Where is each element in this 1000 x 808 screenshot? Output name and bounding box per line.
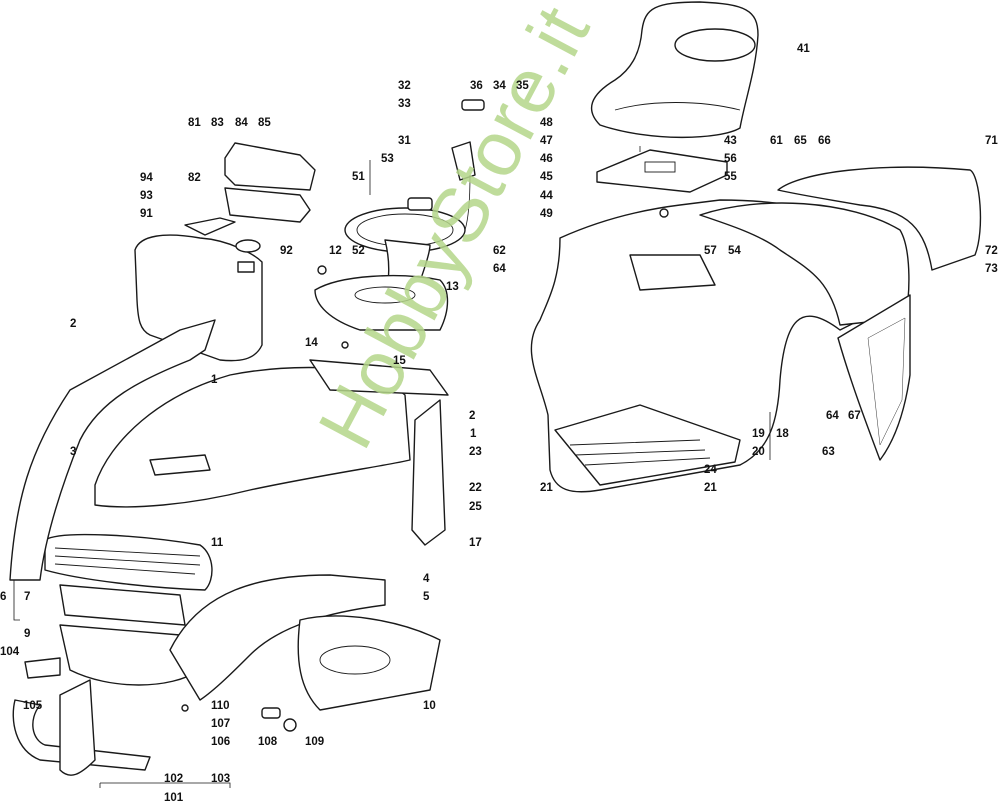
callout-label-13: 13	[446, 281, 459, 293]
fuel-tank	[134, 234, 263, 362]
callout-label-22: 22	[469, 482, 482, 494]
callout-label-47: 47	[540, 135, 553, 147]
callout-label-41: 41	[797, 43, 810, 55]
callout-label-18: 18	[776, 428, 789, 440]
callout-label-83: 83	[211, 117, 224, 129]
callout-label-66: 66	[818, 135, 831, 147]
dash-support	[309, 359, 449, 546]
callout-label-34: 34	[493, 80, 506, 92]
callout-label-10: 10	[423, 700, 436, 712]
callout-label-6: 6	[0, 591, 7, 603]
callout-label-15: 15	[393, 355, 406, 367]
callout-label-21b: 21	[704, 482, 717, 494]
hardware	[181, 208, 669, 732]
callout-label-4: 4	[423, 573, 430, 585]
callout-label-108: 108	[258, 736, 278, 748]
callout-label-110: 110	[211, 700, 230, 712]
callout-label-61: 61	[770, 135, 783, 147]
hood	[94, 366, 411, 508]
callout-label-25: 25	[469, 501, 482, 513]
side-frame	[9, 319, 216, 581]
callout-label-33: 33	[398, 98, 411, 110]
callout-label-43: 43	[724, 135, 737, 147]
callout-label-85: 85	[258, 117, 271, 129]
callout-label-5: 5	[423, 591, 430, 603]
callout-label-91: 91	[140, 208, 153, 220]
callout-label-72: 72	[985, 245, 998, 257]
callout-label-1: 1	[211, 374, 218, 386]
callout-label-84: 84	[235, 117, 248, 129]
front-bumper	[12, 657, 151, 776]
callout-label-73: 73	[985, 263, 998, 275]
dashboard	[314, 275, 449, 331]
callout-label-2a: 2	[70, 318, 77, 330]
rear-mudguard	[699, 166, 982, 326]
callout-label-16: 1	[470, 428, 477, 440]
callout-label-107: 107	[211, 718, 231, 730]
side-panel	[837, 294, 911, 461]
callout-label-20: 20	[752, 446, 765, 458]
callout-label-32: 32	[398, 80, 411, 92]
callout-label-9: 9	[24, 628, 31, 640]
group-bracket-6	[13, 580, 20, 621]
callout-label-45: 45	[540, 171, 553, 183]
callout-label-31: 31	[398, 135, 411, 147]
callout-label-109: 109	[305, 736, 325, 748]
callout-label-64a: 64	[493, 263, 506, 275]
callout-label-106: 106	[211, 736, 231, 748]
callout-label-35: 35	[516, 80, 529, 92]
callout-label-21a: 21	[540, 482, 553, 494]
callout-label-52: 52	[352, 245, 365, 257]
callout-label-54: 54	[728, 245, 741, 257]
callout-label-14: 14	[305, 337, 318, 349]
callout-label-104: 104	[0, 646, 20, 658]
callout-label-3: 3	[70, 446, 77, 458]
callout-label-2b: 2	[469, 410, 476, 422]
callout-label-64b: 64	[826, 410, 839, 422]
callout-label-56: 56	[724, 153, 737, 165]
group-bracket-101	[99, 782, 231, 788]
callout-label-55: 55	[724, 171, 737, 183]
callout-label-71: 71	[985, 135, 998, 147]
callout-label-81: 81	[188, 117, 201, 129]
callout-label-94: 94	[140, 172, 153, 184]
steering-wheel	[344, 197, 466, 298]
callout-label-48: 48	[540, 117, 553, 129]
callout-label-57: 57	[704, 245, 717, 257]
callout-label-92: 92	[280, 245, 293, 257]
callout-label-51: 51	[352, 171, 365, 183]
callout-label-46: 46	[540, 153, 553, 165]
callout-label-93: 93	[140, 190, 153, 202]
rear-body	[530, 199, 867, 493]
floor-panel	[169, 574, 441, 711]
battery-box	[184, 142, 316, 236]
callout-label-82: 82	[188, 172, 201, 184]
callout-label-7: 7	[24, 591, 31, 603]
callout-label-12: 12	[329, 245, 342, 257]
callout-label-11: 11	[211, 537, 224, 549]
seat	[590, 1, 759, 139]
front-grille	[44, 533, 213, 686]
callout-label-17: 17	[469, 537, 482, 549]
lift-lever	[451, 99, 485, 231]
callout-label-44: 44	[540, 190, 553, 202]
callout-label-62: 62	[493, 245, 506, 257]
callout-label-49: 49	[540, 208, 553, 220]
callout-label-24: 24	[704, 464, 717, 476]
callout-label-101: 101	[164, 792, 184, 804]
callout-label-19: 19	[752, 428, 765, 440]
callout-label-65: 65	[794, 135, 807, 147]
seat-plate	[596, 146, 728, 193]
callout-label-103: 103	[211, 773, 231, 785]
callout-label-105: 105	[23, 700, 43, 712]
callout-label-63: 63	[822, 446, 835, 458]
callout-label-102: 102	[164, 773, 184, 785]
callout-label-36: 36	[470, 80, 483, 92]
callout-label-67: 67	[848, 410, 861, 422]
callout-label-23: 23	[469, 446, 482, 458]
callout-label-53: 53	[381, 153, 394, 165]
